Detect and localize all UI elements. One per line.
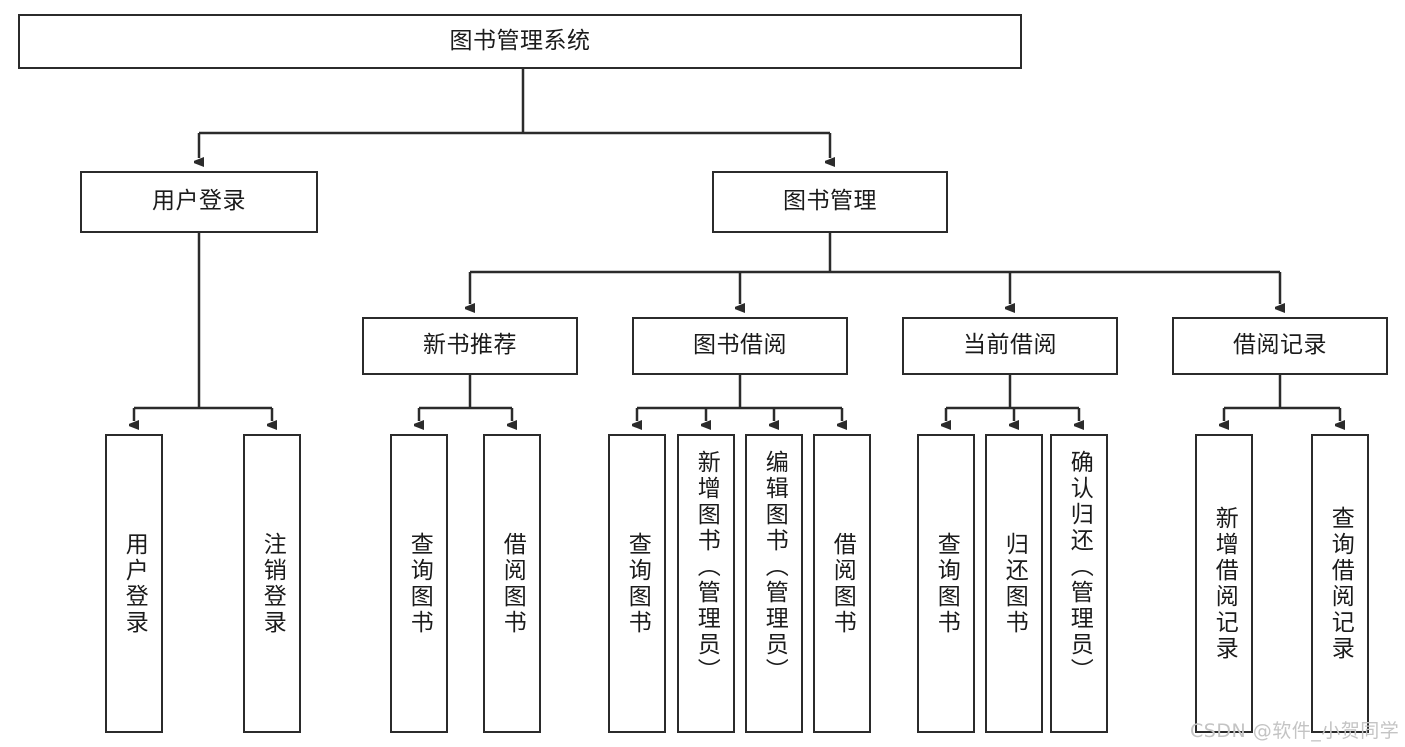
- node-leaf-return-book: 归还图书: [985, 434, 1043, 733]
- node-leaf-add-record: 新增借阅记录: [1195, 434, 1253, 733]
- node-leaf-query-book-1: 查询图书: [390, 434, 448, 733]
- node-borrow-record: 借阅记录: [1172, 317, 1388, 375]
- node-label: 借阅图书: [829, 531, 856, 636]
- node-leaf-borrow-book-2: 借阅图书: [813, 434, 871, 733]
- node-label: 新增图书（管理员）: [693, 450, 720, 684]
- node-label: 查询借阅记录: [1327, 505, 1354, 662]
- node-label: 用户登录: [152, 188, 246, 215]
- node-label: 注销登录: [259, 531, 286, 636]
- node-label: 借阅图书: [499, 531, 526, 636]
- node-new-book-recommend: 新书推荐: [362, 317, 578, 375]
- node-root: 图书管理系统: [18, 14, 1022, 69]
- node-leaf-query-record: 查询借阅记录: [1311, 434, 1369, 733]
- node-leaf-query-book-3: 查询图书: [917, 434, 975, 733]
- node-leaf-edit-book: 编辑图书（管理员）: [745, 434, 803, 733]
- node-label: 编辑图书（管理员）: [761, 450, 788, 684]
- node-book-manage: 图书管理: [712, 171, 948, 233]
- node-label: 用户登录: [121, 531, 148, 636]
- node-label: 图书管理: [783, 188, 877, 215]
- node-user-login: 用户登录: [80, 171, 318, 233]
- node-current-borrow: 当前借阅: [902, 317, 1118, 375]
- node-leaf-add-book: 新增图书（管理员）: [677, 434, 735, 733]
- node-leaf-borrow-book-1: 借阅图书: [483, 434, 541, 733]
- node-label: 查询图书: [406, 531, 433, 636]
- node-leaf-logout: 注销登录: [243, 434, 301, 733]
- node-label: 借阅记录: [1233, 332, 1327, 359]
- node-label: 当前借阅: [963, 332, 1057, 359]
- node-label: 确认归还（管理员）: [1066, 450, 1093, 684]
- node-label: 新书推荐: [423, 332, 517, 359]
- node-label: 查询图书: [624, 531, 651, 636]
- node-label: 查询图书: [933, 531, 960, 636]
- node-label: 图书管理系统: [449, 27, 591, 54]
- node-leaf-query-book-2: 查询图书: [608, 434, 666, 733]
- node-leaf-user-login: 用户登录: [105, 434, 163, 733]
- node-label: 新增借阅记录: [1211, 505, 1238, 662]
- node-leaf-confirm-return: 确认归还（管理员）: [1050, 434, 1108, 733]
- node-label: 图书借阅: [693, 332, 787, 359]
- watermark-label: CSDN @软件_小贺同学: [1190, 720, 1400, 742]
- node-label: 归还图书: [1001, 531, 1028, 636]
- node-book-borrow: 图书借阅: [632, 317, 848, 375]
